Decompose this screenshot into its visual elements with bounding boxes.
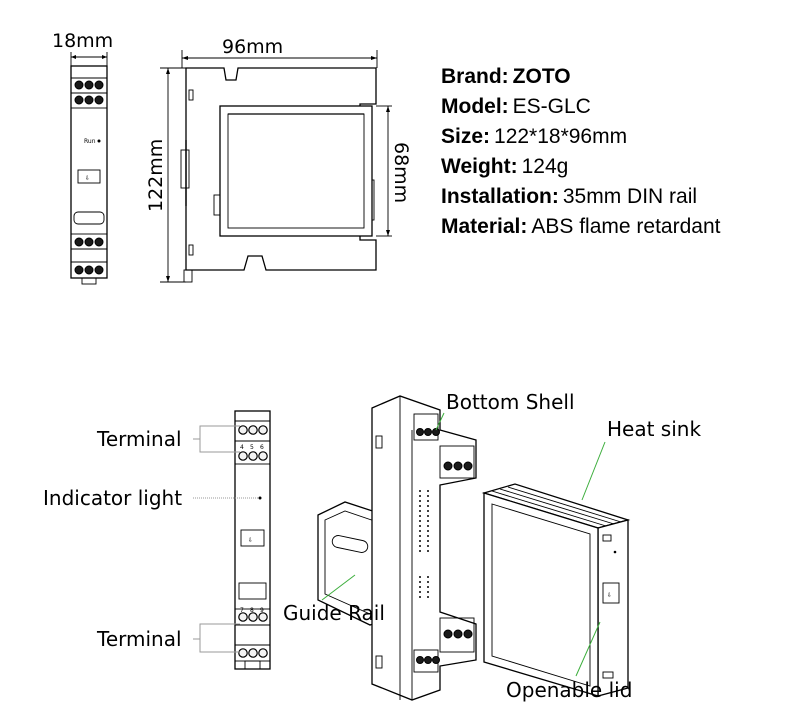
spec-list: Brand:ZOTO Model:ES-GLC Size:122*18*96mm…: [441, 62, 786, 242]
spec-key-material: Material:: [441, 215, 528, 238]
terminal-number-9: 9: [260, 607, 264, 614]
callout-bottom-shell: Bottom Shell: [446, 390, 575, 414]
side-view: 96mm 122mm 68mm: [145, 36, 412, 283]
terminal-number-3: 6: [260, 444, 264, 451]
spec-key-model: Model:: [441, 95, 509, 118]
spec-value-size: 122*18*96mm: [494, 125, 628, 148]
terminal-number-8: 8: [250, 607, 254, 614]
spec-row-brand: Brand:ZOTO: [441, 62, 786, 92]
exploded-shell-view: Bottom Shell Guide Rail: [283, 390, 575, 701]
front-view-large: 4 5 6 ⇩ 7 8 9 Terminal Indicator light T…: [43, 410, 271, 670]
width-dimension-label: 18mm: [52, 30, 113, 52]
spec-value-weight: 124g: [521, 155, 569, 178]
terminal-number-1: 4: [240, 444, 244, 451]
spec-value-brand: ZOTO: [512, 65, 571, 88]
spec-value-installation: 35mm DIN rail: [562, 185, 698, 208]
callout-terminal-bottom: Terminal: [96, 627, 182, 651]
depth-dimension-label: 96mm: [222, 36, 283, 58]
spec-row-weight: Weight:124g: [441, 152, 786, 182]
callout-openable-lid: Openable lid: [506, 678, 632, 702]
lid-heatsink-view: ⇩ Heat sink Openable lid: [481, 417, 701, 702]
spec-value-model: ES-GLC: [512, 95, 591, 118]
terminal-number-7: 7: [240, 607, 244, 614]
spec-key-brand: Brand:: [441, 65, 509, 88]
lid-latch-arrow-icon: ⇩: [607, 592, 612, 599]
callout-guide-rail: Guide Rail: [283, 601, 385, 625]
height-dimension-label: 122mm: [145, 139, 167, 212]
callout-terminal-top: Terminal: [96, 427, 182, 451]
callout-heat-sink: Heat sink: [607, 417, 701, 441]
terminal-number-2: 5: [250, 444, 254, 451]
spec-key-installation: Installation:: [441, 185, 559, 208]
callout-indicator-light: Indicator light: [43, 486, 182, 510]
latch-arrow-icon-large: ⇩: [248, 537, 253, 544]
spec-row-model: Model:ES-GLC: [441, 92, 786, 122]
front-view-small: 18mm Run ⇩: [52, 30, 113, 285]
run-label: Run: [84, 138, 96, 145]
lid-height-dimension-label: 68mm: [390, 142, 412, 203]
spec-key-size: Size:: [441, 125, 491, 148]
spec-key-weight: Weight:: [441, 155, 518, 178]
spec-row-material: Material:ABS flame retardant: [441, 212, 786, 242]
spec-row-installation: Installation:35mm DIN rail: [441, 182, 786, 212]
spec-row-size: Size:122*18*96mm: [441, 122, 786, 152]
latch-arrow-icon: ⇩: [85, 175, 90, 182]
spec-value-material: ABS flame retardant: [531, 215, 721, 238]
